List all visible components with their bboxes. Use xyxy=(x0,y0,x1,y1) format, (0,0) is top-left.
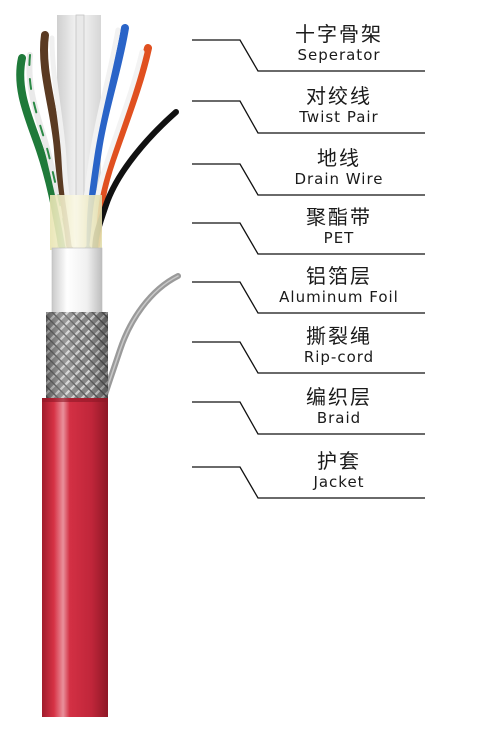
label-pet: 聚酯带 PET xyxy=(254,205,424,247)
leader-line-drain-wire xyxy=(192,163,425,196)
label-twist-pair-en: Twist Pair xyxy=(299,108,379,126)
jacket xyxy=(42,398,108,717)
label-rip-cord-en: Rip-cord xyxy=(303,348,375,366)
label-pet-en: PET xyxy=(323,229,355,247)
label-aluminum-foil-en: Aluminum Foil xyxy=(279,288,399,306)
leader-line-pet xyxy=(192,222,425,255)
leader-line-twist-pair xyxy=(192,100,425,134)
label-aluminum-foil: 铝箔层 Aluminum Foil xyxy=(254,264,424,306)
label-braid-cn: 编织层 xyxy=(306,385,372,409)
label-separator: 十字骨架 Seperator xyxy=(254,22,424,64)
leader-line-aluminum-foil xyxy=(192,281,425,314)
label-rip-cord-cn: 撕裂绳 xyxy=(306,324,372,348)
label-drain-wire-en: Drain Wire xyxy=(294,170,384,188)
label-braid-en: Braid xyxy=(316,409,362,427)
braid-shield xyxy=(46,312,108,402)
rip-cord-highlight xyxy=(103,275,179,399)
label-separator-en: Seperator xyxy=(297,46,381,64)
aluminum-foil xyxy=(51,247,103,315)
leader-line-rip-cord xyxy=(192,341,425,374)
label-twist-pair: 对绞线 Twist Pair xyxy=(254,84,424,126)
label-braid: 编织层 Braid xyxy=(254,385,424,427)
leader-line-jacket xyxy=(192,466,425,499)
label-rip-cord: 撕裂绳 Rip-cord xyxy=(254,324,424,366)
pet-tape xyxy=(50,195,102,250)
leader-line-braid xyxy=(192,401,425,435)
label-jacket-cn: 护套 xyxy=(317,449,361,473)
label-twist-pair-cn: 对绞线 xyxy=(306,84,372,108)
label-jacket-en: Jacket xyxy=(313,473,365,491)
label-jacket: 护套 Jacket xyxy=(254,449,424,491)
leader-lines xyxy=(192,39,425,499)
label-drain-wire-cn: 地线 xyxy=(317,146,361,170)
leader-line-separator xyxy=(192,39,425,72)
label-drain-wire: 地线 Drain Wire xyxy=(254,146,424,188)
label-pet-cn: 聚酯带 xyxy=(306,205,372,229)
label-separator-cn: 十字骨架 xyxy=(295,22,383,46)
rip-cord xyxy=(101,273,181,401)
label-aluminum-foil-cn: 铝箔层 xyxy=(306,264,372,288)
